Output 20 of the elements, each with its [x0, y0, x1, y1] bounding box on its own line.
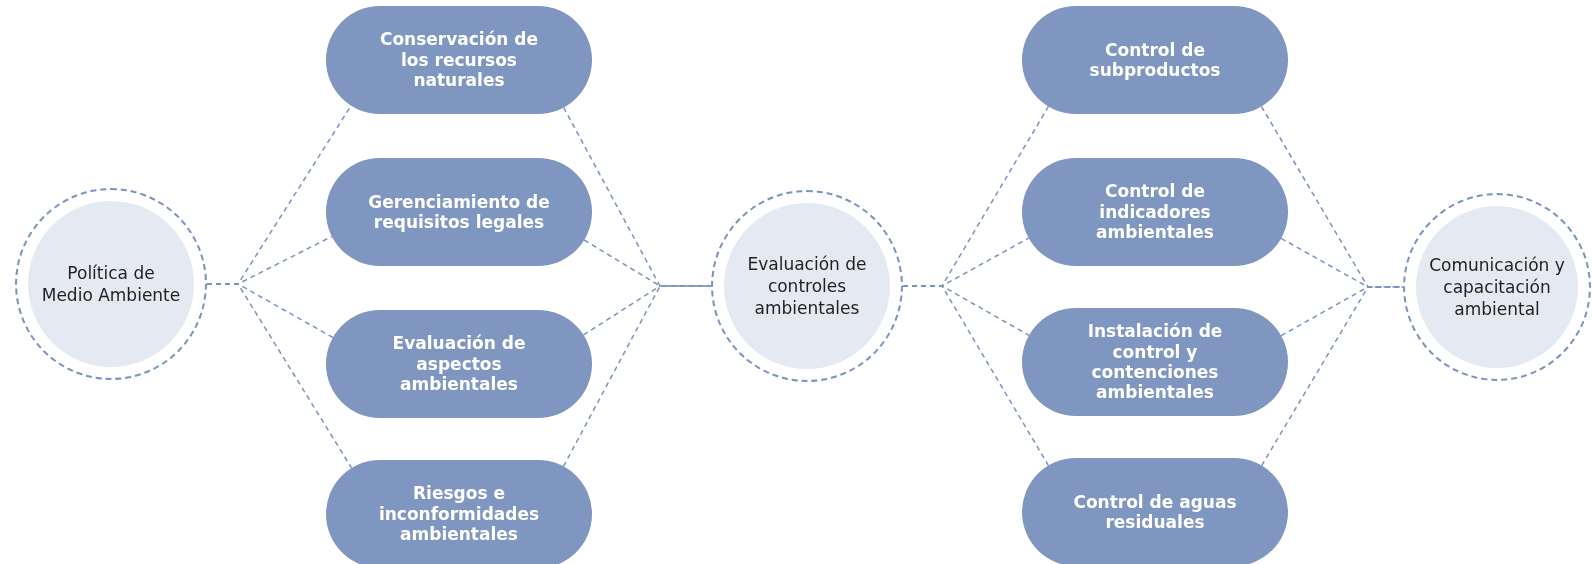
node-label: Control de subproductos — [1088, 39, 1222, 81]
dashed-circle-node — [711, 190, 903, 382]
node-label: Instalación de control y contenciones ambientales — [1086, 321, 1224, 403]
pill-node — [326, 158, 592, 266]
node-label: Comunicación y capacitación ambiental — [1428, 253, 1566, 321]
dashed-connector — [902, 285, 1050, 467]
dashed-circle-node — [1403, 193, 1591, 381]
node-label: Evaluación de aspectos ambientales — [391, 333, 527, 395]
dashed-connector — [562, 285, 712, 468]
node-label: Riesgos e inconformidades ambientales — [377, 483, 541, 545]
node-label: Evaluación de controles ambientales — [746, 252, 868, 320]
node-label: Política de Medio Ambiente — [41, 261, 181, 307]
dashed-connector — [206, 283, 353, 469]
dashed-circle-node — [15, 188, 207, 380]
node-label: Control de aguas residuales — [1072, 491, 1238, 533]
node-label: Control de indicadores ambientales — [1095, 181, 1215, 243]
dashed-connector — [1260, 105, 1404, 288]
node-label: Conservación de los recursos naturales — [378, 29, 540, 91]
node-label: Gerenciamiento de requisitos legales — [367, 191, 551, 233]
pill-node — [326, 310, 592, 418]
